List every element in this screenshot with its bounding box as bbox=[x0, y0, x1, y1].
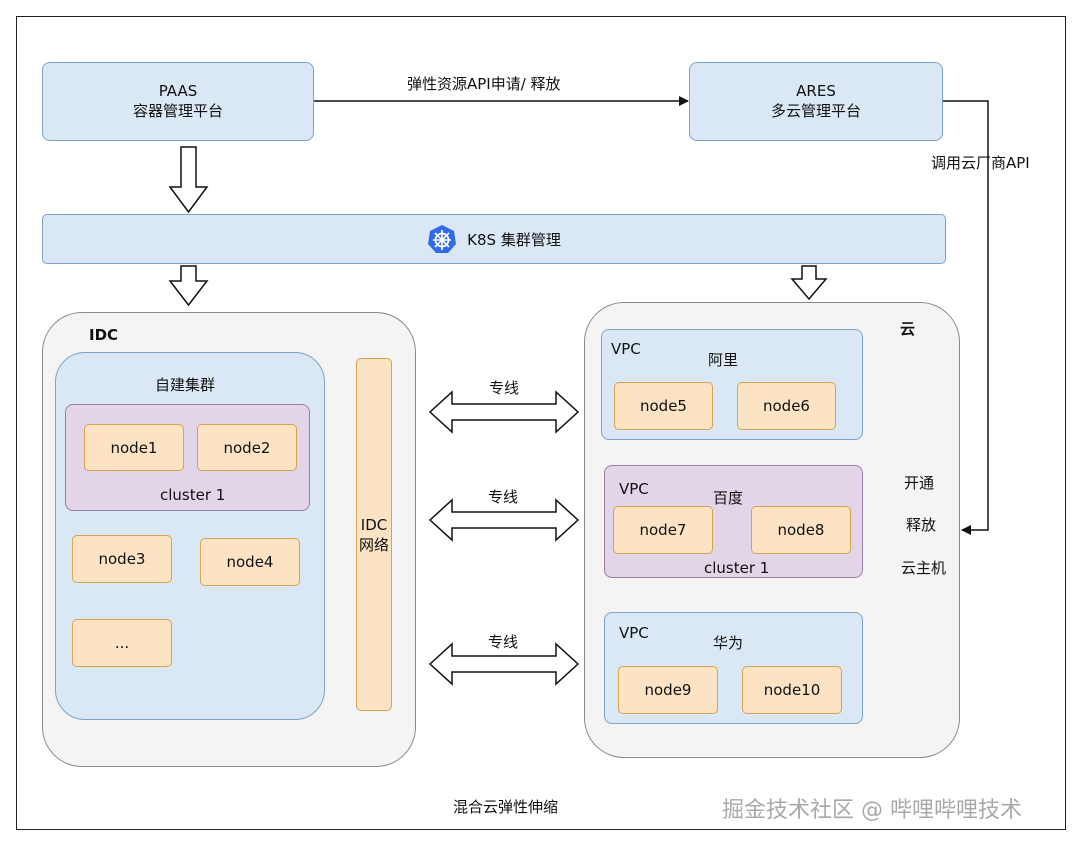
side-op-release: 释放 bbox=[906, 516, 937, 534]
node-box: node2 bbox=[197, 424, 297, 471]
k8s-label: K8S 集群管理 bbox=[467, 230, 561, 249]
node-box: node10 bbox=[742, 666, 842, 714]
ares-title: ARES bbox=[796, 82, 836, 100]
self-built-cluster-label: 自建集群 bbox=[155, 376, 216, 394]
vpc-label: VPC bbox=[619, 480, 649, 498]
baidu-label: 百度 bbox=[713, 489, 744, 507]
dedicated-line-label: 专线 bbox=[488, 488, 519, 506]
paas-title: PAAS bbox=[158, 82, 198, 100]
double-arrow-icon bbox=[428, 390, 580, 434]
cloud-api-arrow bbox=[943, 100, 989, 535]
idc-network-bar: IDC 网络 bbox=[356, 358, 392, 711]
dedicated-line-label: 专线 bbox=[488, 633, 519, 651]
paas-box: PAAS 容器管理平台 bbox=[42, 62, 314, 141]
cloud-title: 云 bbox=[900, 320, 916, 338]
side-op-open: 开通 bbox=[904, 474, 935, 492]
node-box: node3 bbox=[72, 535, 172, 583]
watermark: 掘金技术社区 @ 哔哩哔哩技术 bbox=[722, 798, 1022, 823]
k8s-management-bar: K8S 集群管理 bbox=[42, 214, 946, 264]
down-arrow-icon bbox=[790, 265, 828, 301]
aliyun-label: 阿里 bbox=[708, 351, 739, 369]
dedicated-line-label: 专线 bbox=[489, 379, 520, 397]
idc-cluster-label: cluster 1 bbox=[160, 486, 226, 504]
vpc-label: VPC bbox=[611, 340, 641, 358]
node-box: ... bbox=[72, 619, 172, 667]
ares-subtitle: 多云管理平台 bbox=[770, 102, 861, 120]
double-arrow-icon bbox=[428, 498, 580, 542]
cloud-api-label: 调用云厂商API bbox=[931, 154, 1030, 172]
down-arrow-icon bbox=[168, 146, 209, 214]
node-box: node6 bbox=[737, 382, 836, 430]
down-arrow-icon bbox=[168, 265, 209, 307]
node-box: node9 bbox=[618, 666, 718, 714]
node-box: node4 bbox=[200, 538, 300, 586]
idc-title: IDC bbox=[89, 326, 119, 344]
node-box: node7 bbox=[613, 506, 713, 554]
node-box: node1 bbox=[84, 424, 184, 471]
baidu-cluster-label: cluster 1 bbox=[704, 559, 770, 577]
ares-box: ARES 多云管理平台 bbox=[689, 62, 943, 141]
huawei-label: 华为 bbox=[713, 634, 744, 652]
footer-caption: 混合云弹性伸缩 bbox=[453, 798, 559, 816]
elastic-api-label: 弹性资源API申请/ 释放 bbox=[407, 75, 561, 93]
node-box: node5 bbox=[614, 382, 713, 430]
diagram-frame bbox=[16, 16, 1066, 830]
kubernetes-helm-icon bbox=[428, 225, 457, 253]
side-op-cloud-host: 云主机 bbox=[901, 559, 947, 577]
node-box: node8 bbox=[751, 506, 851, 554]
vpc-label: VPC bbox=[619, 624, 649, 642]
double-arrow-icon bbox=[428, 642, 580, 686]
paas-subtitle: 容器管理平台 bbox=[132, 102, 223, 120]
